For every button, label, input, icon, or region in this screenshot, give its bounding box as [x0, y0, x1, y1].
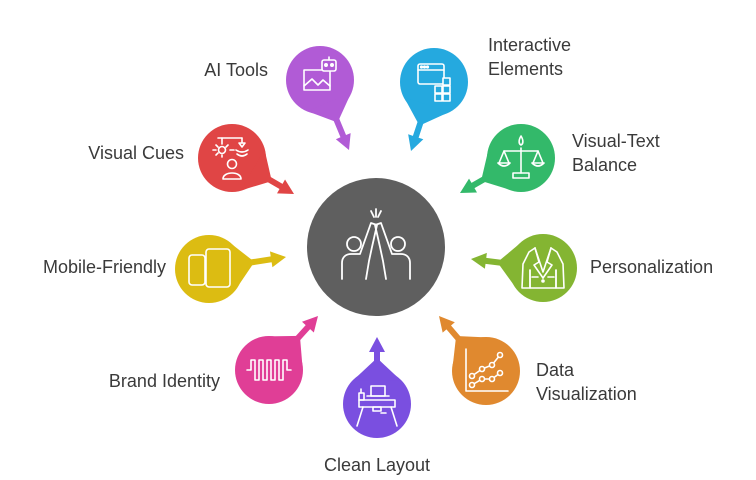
tail-personalization — [497, 241, 523, 289]
label-line: Mobile-Friendly — [43, 257, 166, 277]
node-personalization: Personalization — [471, 234, 713, 302]
label-mobile-friendly: Mobile-Friendly — [43, 257, 166, 277]
tail-brand-identity — [267, 335, 303, 369]
label-line: Brand Identity — [109, 371, 220, 391]
label-visual-cues: Visual Cues — [88, 143, 184, 163]
tail-ai-tools — [307, 92, 352, 123]
circle-visual-cues — [198, 124, 266, 192]
label-personalization: Personalization — [590, 257, 713, 277]
tail-visual-text-balance — [481, 149, 513, 191]
label-line: Interactive — [488, 35, 571, 55]
label-line: Balance — [572, 155, 637, 175]
tail-data-visualization — [452, 336, 489, 369]
circle-mobile-friendly — [175, 235, 243, 303]
circle-ai-tools — [286, 46, 354, 114]
label-line: Personalization — [590, 257, 713, 277]
tail-visual-cues — [240, 149, 272, 191]
node-mobile-friendly: Mobile-Friendly — [43, 235, 286, 303]
label-line: Elements — [488, 59, 563, 79]
node-brand-identity: Brand Identity — [109, 316, 318, 404]
label-line: Visual Cues — [88, 143, 184, 163]
center-hub — [307, 178, 445, 316]
tail-mobile-friendly — [228, 241, 255, 289]
label-line: Data — [536, 360, 575, 380]
label-line: Visualization — [536, 384, 637, 404]
label-brand-identity: Brand Identity — [109, 371, 220, 391]
node-visual-cues: Visual Cues — [88, 124, 294, 194]
label-ai-tools: AI Tools — [204, 60, 268, 80]
tail-interactive-elements — [403, 97, 450, 126]
node-clean-layout: Clean Layout — [324, 337, 430, 475]
circle-interactive-elements — [400, 48, 468, 116]
tail-clean-layout — [353, 358, 401, 381]
label-line: Visual-Text — [572, 131, 660, 151]
label-line: Clean Layout — [324, 455, 430, 475]
circle-personalization — [509, 234, 577, 302]
label-clean-layout: Clean Layout — [324, 455, 430, 475]
circle-clean-layout — [343, 370, 411, 438]
node-ai-tools: AI Tools — [204, 46, 354, 150]
label-line: AI Tools — [204, 60, 268, 80]
